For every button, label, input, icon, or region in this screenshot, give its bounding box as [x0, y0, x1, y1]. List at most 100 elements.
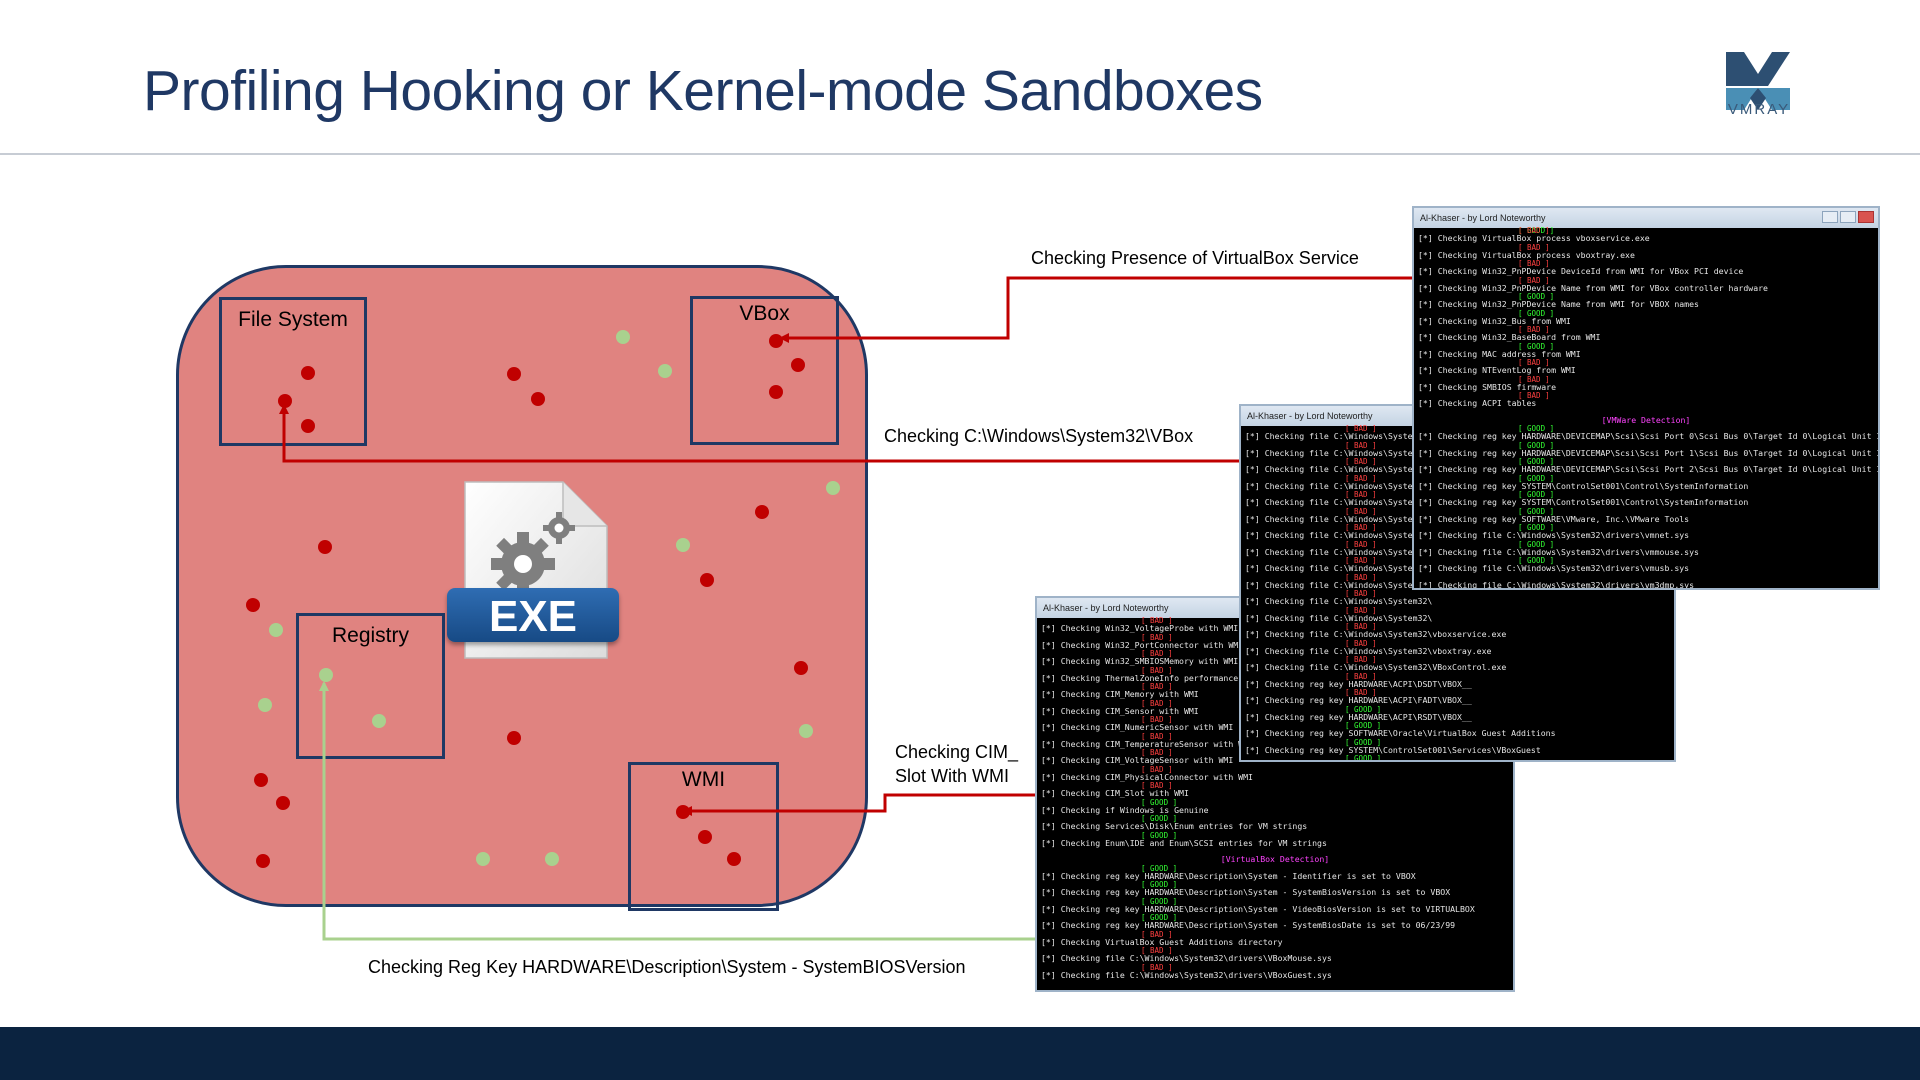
red-dot — [256, 854, 270, 868]
console-line: [*] Checking ACPI tables[ BAD ] — [1418, 391, 1874, 412]
console-line-text: [*] Checking file C:\Windows\System32\dr… — [1418, 579, 1695, 590]
status-badge: [ GOOD ] — [1141, 814, 1178, 823]
console-line-text: [*] Checking reg key SYSTEM\ControlSet00… — [1418, 480, 1749, 491]
vmray-logo-icon — [1726, 52, 1790, 110]
console-line: [*] Checking file C:\Windows\System32\[ … — [1245, 507, 1670, 528]
green-dot — [269, 623, 283, 637]
status-badge: [ GOOD ] — [1518, 473, 1555, 483]
console-line-text: [*] Checking reg key HARDWARE\Descriptio… — [1041, 870, 1416, 881]
console-line-text: [*] Checking Win32_Bus from WMI — [1418, 315, 1571, 326]
status-badge: [ BAD ] — [1345, 605, 1377, 615]
status-badge: [ BAD ] — [1345, 440, 1377, 450]
status-badge: [ BAD ] — [1345, 506, 1377, 516]
status-badge: [ GOOD ] — [1345, 754, 1382, 762]
minimize-icon[interactable] — [1822, 211, 1838, 223]
status-badge: [ GOOD ] — [1518, 440, 1555, 450]
status-badge: [ BAD ] — [1141, 632, 1173, 642]
status-badge: [ BAD ] — [1518, 242, 1550, 252]
status-badge: [ GOOD ] — [1518, 341, 1555, 351]
console-line-text: [VirtualBox Detection] — [1220, 854, 1330, 864]
console-line-text: [*] Checking file C:\Windows\System32\ — [1245, 480, 1433, 491]
status-badge: [ BAD ] — [1345, 671, 1377, 681]
status-badge: [ BAD ] — [1141, 616, 1173, 625]
console-line: [*] Checking Win32_PnPDevice Name from W… — [1418, 276, 1874, 297]
console-line-text: [*] Checking file C:\Windows\System32\ — [1245, 431, 1433, 441]
red-dot — [755, 505, 769, 519]
registry-label: Registry — [331, 624, 410, 647]
annotation-vbox-service: Checking Presence of VirtualBox Service — [1031, 248, 1359, 268]
status-badge: [ BAD ] — [1518, 259, 1550, 268]
console-output: [ GOOD ][*] Checking VirtualBox process … — [1414, 226, 1878, 590]
status-badge: [ GOOD ] — [1518, 506, 1555, 516]
status-badge: [ BAD ] — [1141, 698, 1173, 708]
console-line: [*] Checking file C:\Windows\System32\dr… — [1418, 577, 1874, 590]
status-badge: [ BAD ] — [1345, 589, 1377, 598]
status-badge: [ BAD ] — [1518, 391, 1550, 400]
console-title: Al-Khaser - by Lord Noteworthy — [1247, 411, 1373, 421]
console-line: [*] Checking reg key HARDWARE\DEVICEMAP\… — [1418, 441, 1878, 462]
console-output: [*] Checking Win32_VoltageProbe with WMI… — [1037, 616, 1513, 985]
console-line: [*] Checking file C:\Windows\System32\[ … — [1245, 540, 1670, 561]
status-badge: [ BAD ] — [1345, 424, 1377, 433]
console-line-text: [*] Checking reg key SYSTEM\ControlSet00… — [1245, 761, 1541, 762]
red-dot — [769, 385, 783, 399]
console-line-text: [*] Checking file C:\Windows\System32\ — [1245, 447, 1433, 458]
status-badge: [ BAD ] — [1141, 946, 1173, 955]
maximize-icon[interactable] — [1840, 211, 1856, 223]
console-line: [*] Checking reg key HARDWARE\DEVICEMAP\… — [1418, 424, 1878, 445]
console-line: [*] Checking if Windows is Genuine[ GOOD… — [1041, 798, 1509, 819]
status-badge: [ GOOD ] — [1518, 226, 1555, 235]
status-badge: [ GOOD ] — [1141, 797, 1178, 807]
console-line-text: [*] Checking file C:\Windows\System32\dr… — [1041, 969, 1332, 980]
console-line: [*] Checking Win32_PnPDevice DeviceId fr… — [1418, 259, 1874, 280]
green-dot — [658, 364, 672, 378]
status-badge: [ BAD ] — [1518, 358, 1550, 367]
console-line: [*] Checking file C:\Windows\System32\dr… — [1041, 963, 1509, 984]
status-badge: [ BAD ] — [1345, 655, 1377, 664]
annotation-reg-key: Checking Reg Key HARDWARE\Description\Sy… — [368, 957, 966, 977]
console-line-text: [*] Checking NTEventLog from WMI — [1418, 365, 1576, 375]
console-line-text: [*] Checking Services\Disk\Enum entries … — [1041, 821, 1308, 831]
green-dot — [545, 852, 559, 866]
console-line: [*] Checking file C:\Windows\System32\dr… — [1418, 556, 1874, 577]
vbox-box: VBox — [690, 296, 839, 445]
console-line-text: [*] Checking Win32_PnPDevice Name from W… — [1418, 282, 1768, 293]
console-line: [*] Checking CIM_Memory with WMI[ BAD ] — [1041, 682, 1509, 703]
console-line: [*] Checking reg key HARDWARE\Descriptio… — [1041, 913, 1509, 934]
console-line-text: [VMWare Detection] — [1601, 414, 1691, 425]
red-dot — [507, 367, 521, 381]
console-line-text: [*] Checking reg key HARDWARE\Descriptio… — [1041, 903, 1475, 914]
console-line: [*] Checking Win32_BaseBoard from WMI[ B… — [1418, 325, 1874, 346]
status-badge: [ BAD ] — [1518, 275, 1550, 285]
status-badge: [ BAD ] — [1141, 682, 1173, 691]
console-line: [*] Checking reg key HARDWARE\Descriptio… — [1041, 897, 1509, 918]
status-badge: [ BAD ] — [1141, 731, 1173, 741]
close-icon[interactable] — [1858, 211, 1874, 223]
red-dot — [246, 598, 260, 612]
green-dot — [826, 481, 840, 495]
console-line-text: [*] Checking reg key SYSTEM\ControlSet00… — [1418, 497, 1749, 507]
red-dot — [301, 366, 315, 380]
console-line-text: [*] Checking CIM_NumericSensor with WMI — [1041, 722, 1234, 732]
red-dot — [676, 805, 690, 819]
console-line-text: [*] Checking file C:\Windows\System32\ — [1245, 563, 1433, 573]
status-badge: [ BAD ] — [1345, 539, 1377, 549]
console-line: [*] Checking file C:\Windows\System32\dr… — [1418, 523, 1874, 544]
console-line-text: [*] Checking VirtualBox process vboxserv… — [1418, 233, 1650, 243]
red-dot — [769, 334, 783, 348]
console-line: [*] Checking file C:\Windows\System32\[ … — [1245, 573, 1670, 594]
console-line-text: [*] Checking reg key HARDWARE\ACPI\RSDT\… — [1245, 711, 1472, 722]
red-dot — [278, 394, 292, 408]
console-line-text: [*] Checking Enum\IDE and Enum\SCSI entr… — [1041, 837, 1327, 848]
console-line-text: [*] Checking file C:\Windows\System32\dr… — [1418, 530, 1690, 540]
console-line: [*] Checking file C:\Windows\System32\[ … — [1245, 457, 1670, 478]
console-line-text: [*] Checking Win32_BaseBoard from WMI — [1418, 332, 1601, 342]
console-line: [*] Checking reg key SYSTEM\ControlSet00… — [1245, 738, 1670, 759]
console-line-text: [*] Checking file C:\Windows\System32\ — [1245, 497, 1433, 507]
console-line-text: [*] Checking file C:\Windows\System32\dr… — [1418, 563, 1690, 573]
window-controls — [1822, 211, 1874, 223]
status-badge: [ BAD ] — [1345, 622, 1377, 631]
green-dot — [319, 668, 333, 682]
console-line-text: [*] Checking SMBIOS firmware — [1418, 381, 1557, 392]
console-line-text: [*] Checking file C:\Windows\System32\vb… — [1245, 629, 1507, 639]
